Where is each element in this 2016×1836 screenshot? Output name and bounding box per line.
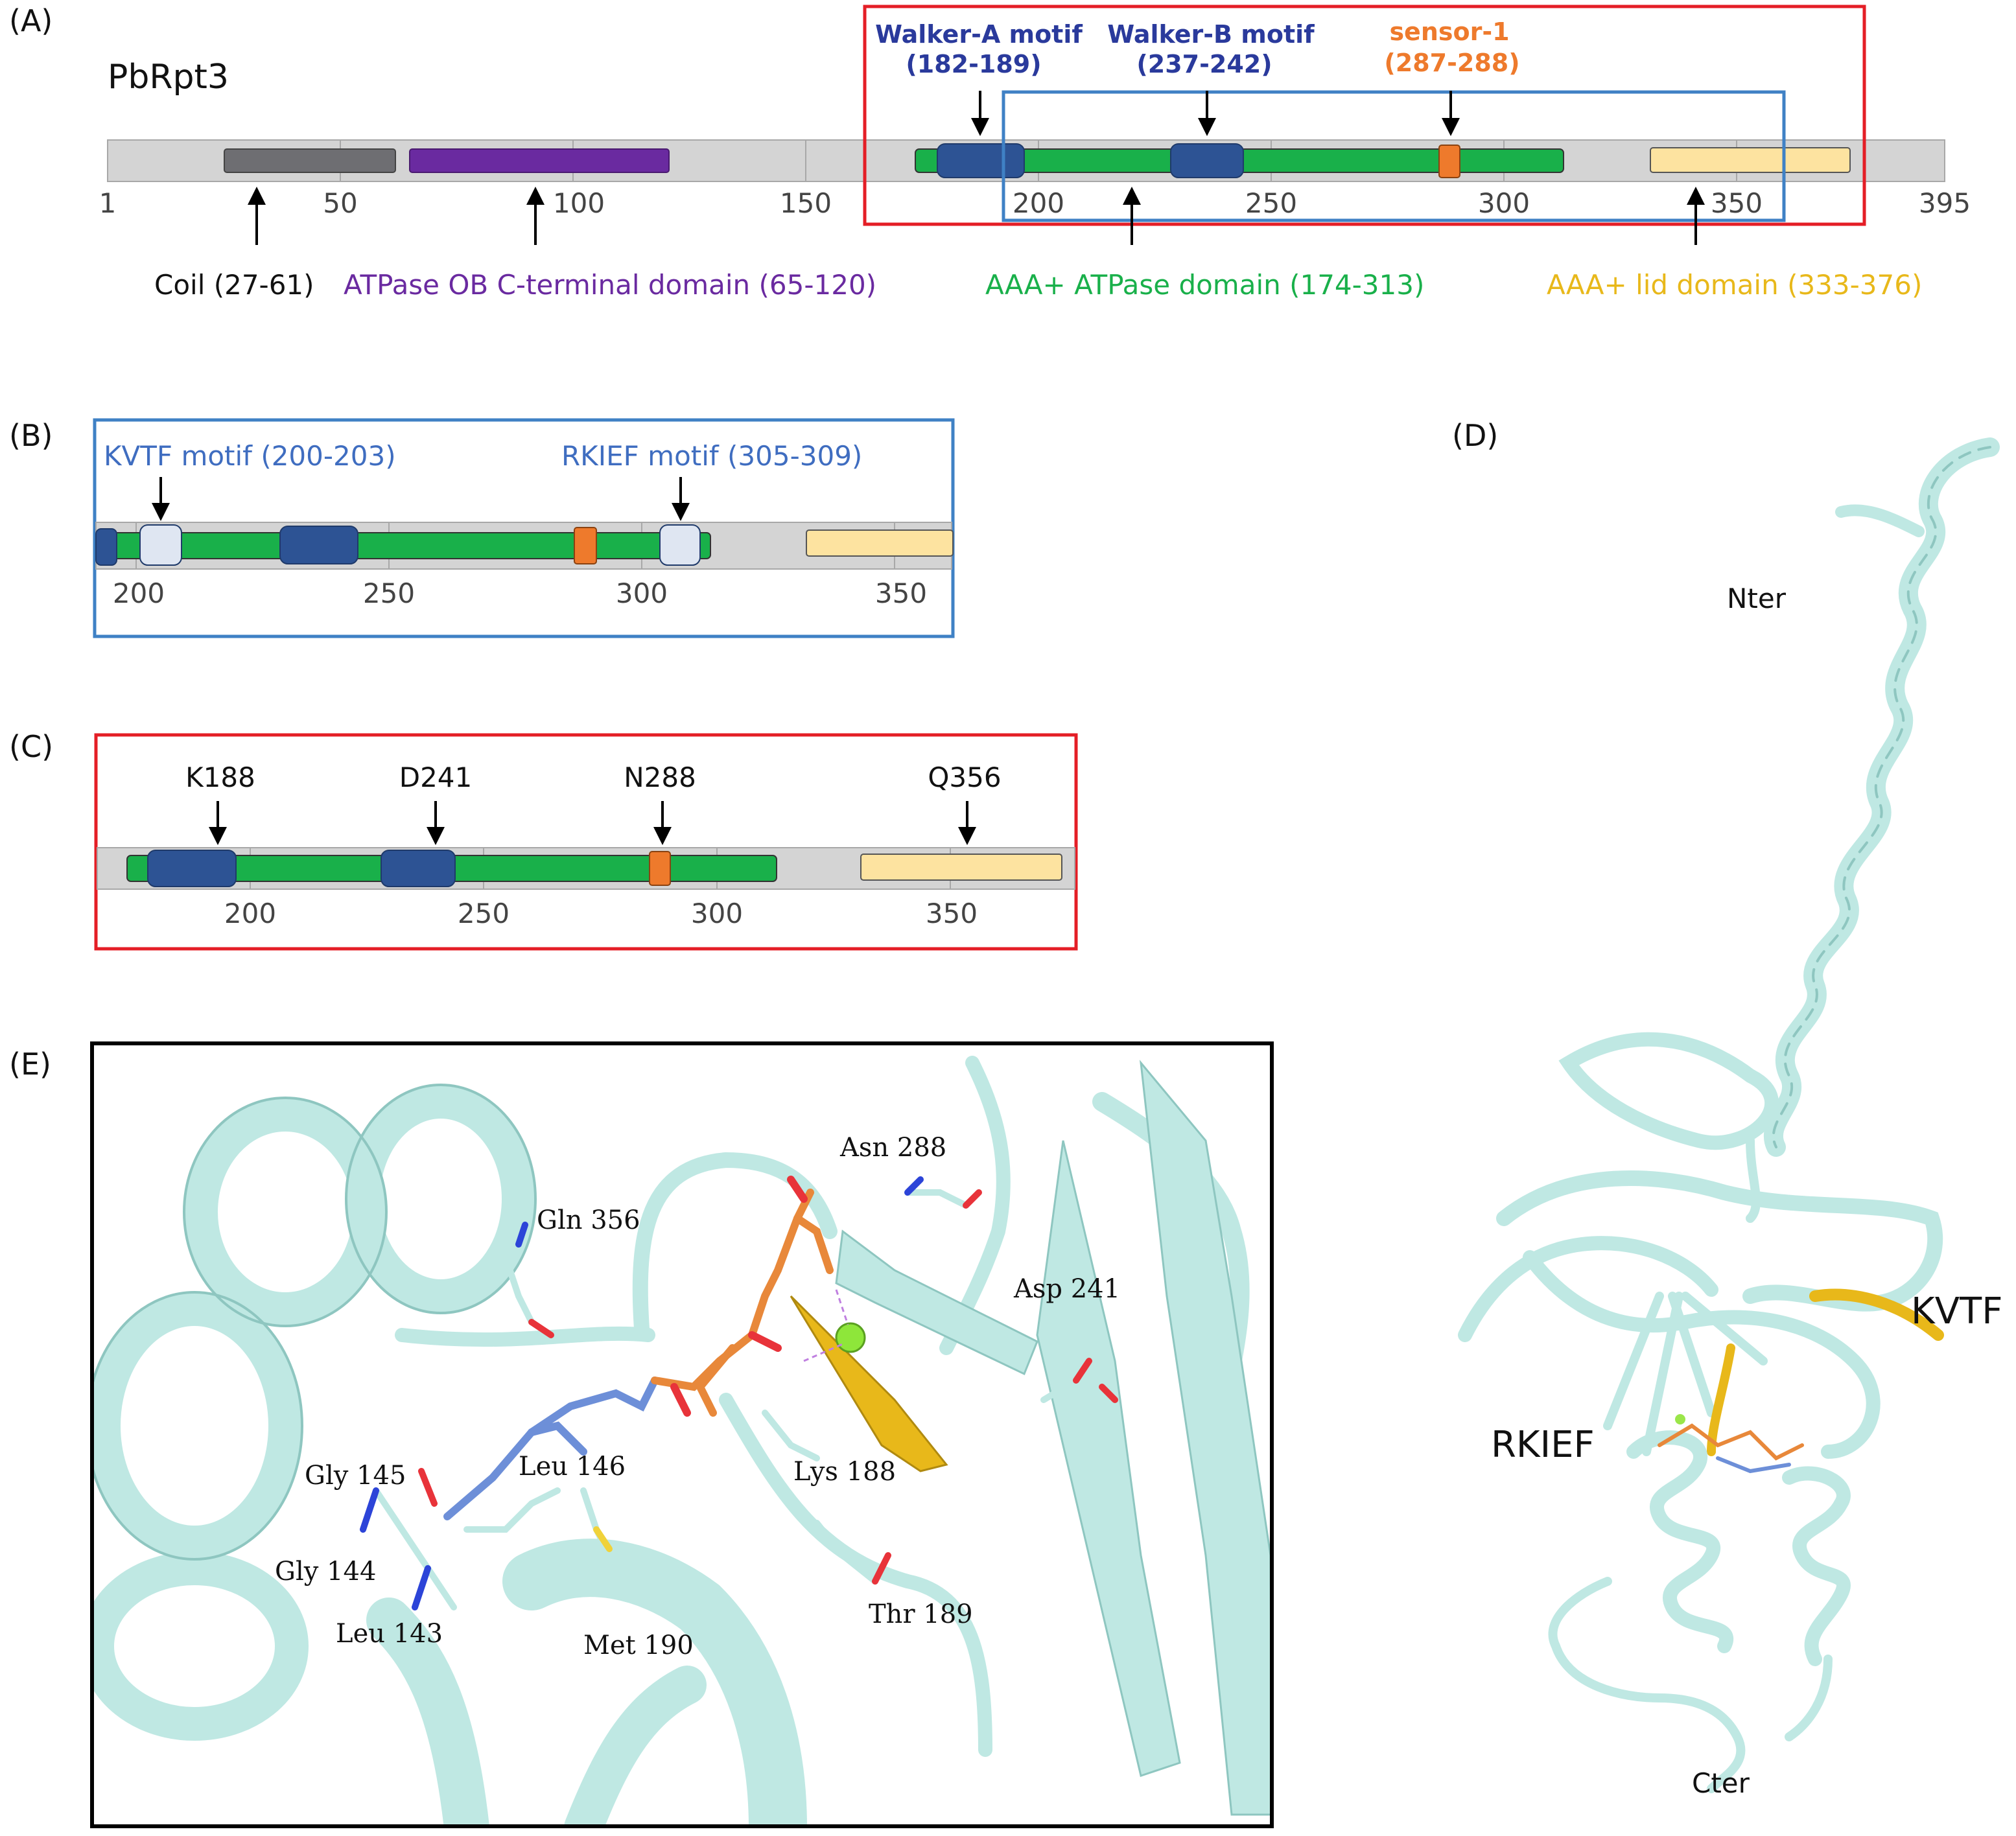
motif-labels: Walker-A motif (182-189) Walker-B motif … xyxy=(875,17,1519,78)
nter-label: Nter xyxy=(1727,583,1787,614)
tick-label: 350 xyxy=(926,898,978,929)
tick-label: 300 xyxy=(691,898,743,929)
residue-label: Asp 241 xyxy=(1013,1274,1120,1304)
tick-label: 350 xyxy=(875,577,927,609)
panel-a-ticks: 1 50 100 150 200 250 300 350 395 xyxy=(99,187,1971,219)
motif-arrows xyxy=(971,91,1460,136)
panel-label-a: (A) xyxy=(9,3,53,38)
aaa-domain-b xyxy=(97,532,711,559)
helix-ribbons xyxy=(92,1085,535,1741)
loop-ribbons xyxy=(366,1056,1250,1826)
panel-b-ticks: 200 250 300 350 xyxy=(113,577,927,609)
residue-label: Leu 146 xyxy=(519,1452,626,1482)
kvtf-structure-label: KVTF xyxy=(1911,1290,2002,1332)
residue-sticks xyxy=(360,1176,1118,1610)
panel-label-e: (E) xyxy=(9,1047,51,1082)
coil-label: Coil (27-61) xyxy=(154,269,314,301)
walker-b-name: Walker-B motif xyxy=(1107,20,1315,49)
residue-label: Gln 356 xyxy=(537,1205,640,1235)
residue-label: Thr 189 xyxy=(869,1599,973,1629)
magnesium-ion xyxy=(835,1322,866,1353)
tick-label: 50 xyxy=(323,187,357,219)
sensor1-block-b xyxy=(574,527,597,564)
sensor1-range: (287-288) xyxy=(1384,49,1519,77)
protein-ribbon-structure xyxy=(1458,437,2000,1793)
panel-label-c: (C) xyxy=(9,729,53,764)
residue-label-n288: N288 xyxy=(624,761,696,793)
residue-label: Met 190 xyxy=(583,1631,694,1660)
residue-label: Lys 188 xyxy=(793,1457,896,1487)
beta-strands xyxy=(790,1060,1272,1816)
walker-a-block xyxy=(937,143,1025,178)
blue-highlight-box xyxy=(1002,90,1786,222)
residue-label: Gly 145 xyxy=(305,1461,406,1491)
rkief-structure-label: RKIEF xyxy=(1491,1424,1595,1466)
tick-label: 200 xyxy=(224,898,276,929)
tick-label: 250 xyxy=(1245,187,1297,219)
panel-label-b: (B) xyxy=(9,418,53,453)
tick-label: 300 xyxy=(1478,187,1530,219)
walker-b-block-b xyxy=(279,526,358,564)
sensor1-block-c xyxy=(649,851,671,886)
walker-b-block-c xyxy=(381,850,456,887)
tick-label: 250 xyxy=(363,577,415,609)
panel-b-arrows xyxy=(152,477,690,521)
tick-label: 100 xyxy=(553,187,605,219)
panel-b-box xyxy=(93,418,955,638)
tick-label: 300 xyxy=(616,577,668,609)
protein-name: PbRpt3 xyxy=(108,58,229,97)
residue-label: Leu 143 xyxy=(336,1619,443,1649)
kvtf-block xyxy=(139,524,182,566)
lid-domain xyxy=(1650,147,1851,173)
aaa-label: AAA+ ATPase domain (174-313) xyxy=(985,269,1424,301)
tick-label: 200 xyxy=(113,577,165,609)
kvtf-motif-label: KVTF motif (200-203) xyxy=(104,440,396,472)
ob-label: ATPase OB C-terminal domain (65-120) xyxy=(344,269,876,301)
coil-domain xyxy=(224,148,396,173)
walker-b-block xyxy=(1170,143,1244,178)
tick-label: 395 xyxy=(1919,187,1971,219)
panel-c-arrows xyxy=(209,801,976,845)
walker-a-block-c xyxy=(147,850,237,887)
ion-sphere-small xyxy=(1675,1414,1685,1424)
lid-label: AAA+ lid domain (333-376) xyxy=(1547,269,1922,301)
residue-label-q356: Q356 xyxy=(928,761,1001,793)
tick-label: 350 xyxy=(1711,187,1763,219)
panel-c-box xyxy=(94,733,1078,951)
walker-a-name: Walker-A motif xyxy=(875,20,1083,49)
ligand-sticks xyxy=(443,1176,834,1520)
rkief-block xyxy=(659,524,701,566)
helix-outlines xyxy=(92,1084,537,1561)
panel-label-d: (D) xyxy=(1452,418,1498,453)
panel-c-ticks: 200 250 300 350 xyxy=(224,898,978,929)
walker-b-range: (237-242) xyxy=(1136,50,1272,78)
residue-label: Asn 288 xyxy=(839,1133,946,1163)
tick-label: 250 xyxy=(458,898,510,929)
binding-site-view: Asn 288 Gln 356 Asp 241 Gly 145 Leu 146 … xyxy=(92,1043,1272,1826)
red-highlight-box xyxy=(863,5,1866,226)
sensor1-block xyxy=(1438,145,1460,178)
lid-domain-c xyxy=(860,854,1062,881)
panel-e-frame xyxy=(90,1041,1274,1828)
residue-label-d241: D241 xyxy=(399,761,473,793)
tick-label: 150 xyxy=(780,187,832,219)
domain-arrows xyxy=(248,187,1705,245)
tick-label: 1 xyxy=(99,187,117,219)
walker-a-block-b xyxy=(95,528,117,566)
coordination-bonds xyxy=(803,1289,849,1362)
rkief-motif-label: RKIEF motif (305-309) xyxy=(561,440,862,472)
walker-a-range: (182-189) xyxy=(906,50,1041,78)
sensor1-name: sensor-1 xyxy=(1389,17,1509,46)
residue-label: Gly 144 xyxy=(275,1557,376,1586)
cter-label: Cter xyxy=(1692,1767,1750,1799)
residue-label-k188: K188 xyxy=(185,761,255,793)
panel-c-residue-labels: K188 D241 N288 Q356 xyxy=(185,761,1001,793)
tick-label: 200 xyxy=(1013,187,1064,219)
ob-domain xyxy=(409,148,670,173)
lid-domain-b xyxy=(806,529,954,557)
